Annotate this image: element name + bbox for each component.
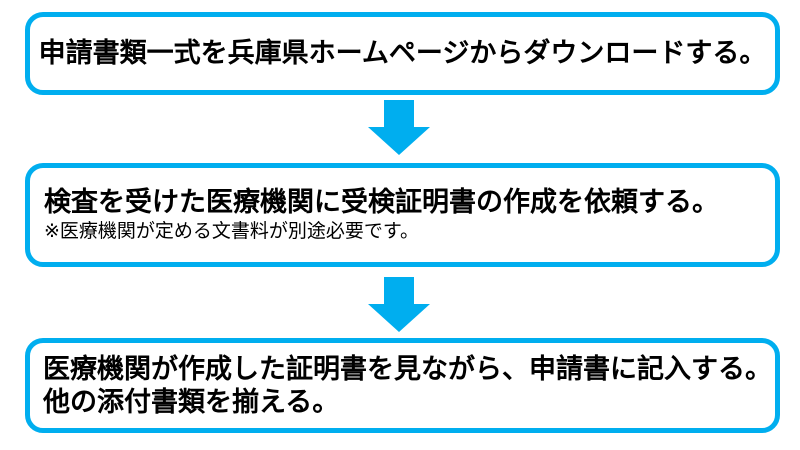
step-text: 医療機関が作成した証明書を見ながら、申請書に記入する。 bbox=[43, 353, 772, 384]
down-arrow-icon bbox=[368, 277, 430, 332]
step-note-text: ※医療機関が定める文書料が別途必要です。 bbox=[44, 220, 420, 242]
step-box-request-certificate: 検査を受けた医療機関に受検証明書の作成を依頼する。 ※医療機関が定める文書料が別… bbox=[25, 163, 780, 267]
step-box-download: 申請書類一式を兵庫県ホームページからダウンロードする。 bbox=[25, 12, 780, 95]
step-text: 他の添付書類を揃える。 bbox=[43, 386, 340, 417]
step-box-fill-application: 医療機関が作成した証明書を見ながら、申請書に記入する。 他の添付書類を揃える。 bbox=[25, 338, 780, 433]
step-text: 検査を受けた医療機関に受検証明書の作成を依頼する。 bbox=[44, 186, 719, 217]
step-text: 申請書類一式を兵庫県ホームページからダウンロードする。 bbox=[38, 38, 767, 68]
down-arrow-icon bbox=[368, 100, 430, 155]
